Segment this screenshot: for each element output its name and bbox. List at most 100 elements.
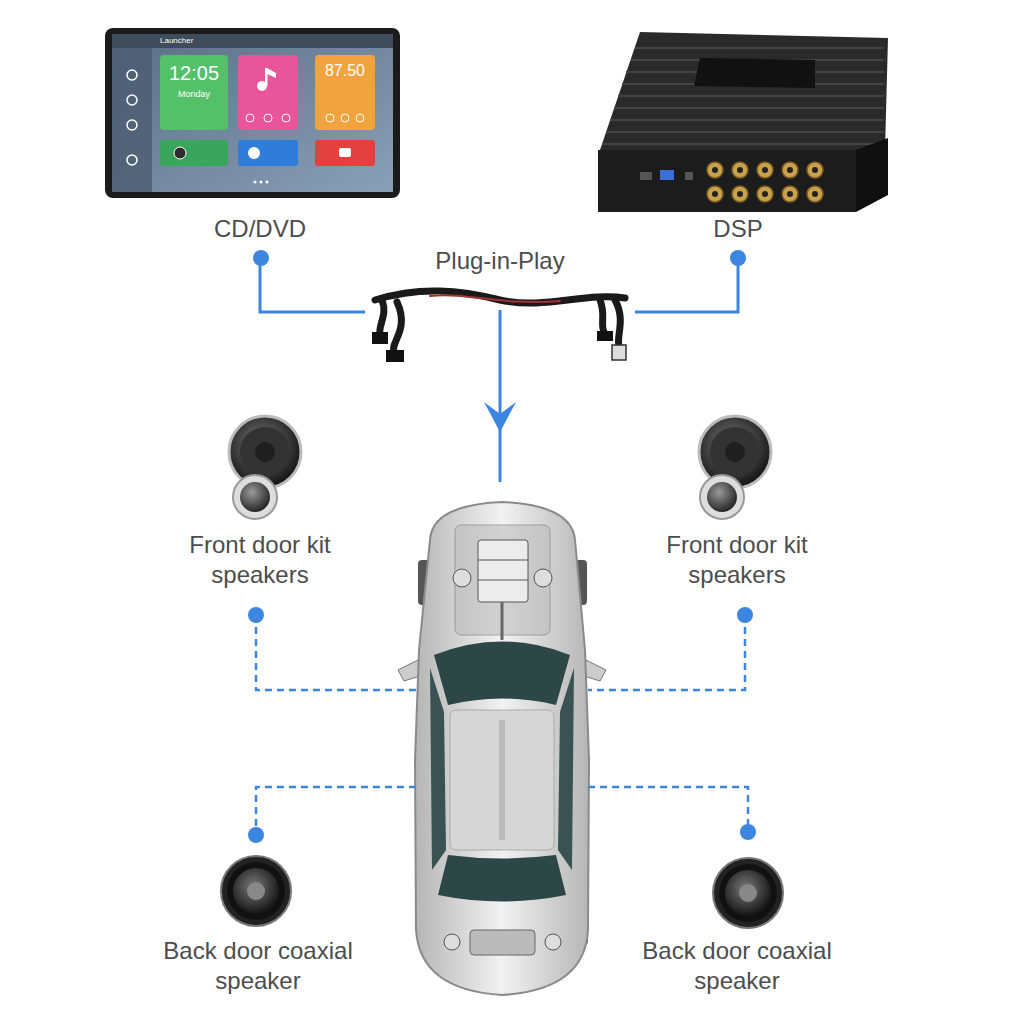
dsp-amplifier [737,167,743,173]
leader-lines [588,615,745,690]
front-right-speakers [700,475,744,519]
dsp-amplifier [600,32,888,150]
wire-harness [430,295,560,302]
head-unit-screen [254,181,257,184]
car-illustration [453,569,471,587]
head-unit-screen [238,55,298,130]
wire-harness [386,350,404,362]
speaker-label-node: Front door kit speakers [155,530,365,594]
dsp-amplifier [762,167,768,173]
car-illustration [398,502,606,995]
head-unit-screen [160,55,228,130]
wire-harness [612,345,626,360]
car-illustration [558,668,574,870]
head-unit-screen [267,68,276,78]
head-unit-screen [248,147,260,159]
head-unit-screen [160,140,228,166]
car-illustration [438,855,566,902]
back-left-speaker [247,882,265,900]
screen-text: 87.50 [325,62,365,80]
back-right-speaker [725,870,771,916]
dsp-amplifier [787,167,793,173]
car-illustration [478,540,528,602]
front-left-speakers [233,475,277,519]
back-right-speaker [719,864,777,922]
car-illustration [444,934,460,950]
connection-dot [737,607,753,623]
car-illustration [415,502,589,995]
dsp-amplifier [598,32,888,212]
front-right-speakers [707,482,737,512]
head-unit-screen [112,34,393,48]
dsp-amplifier [618,95,884,97]
car-illustration [584,660,606,681]
head-unit-screen [174,147,186,159]
back-left-speaker [221,856,291,926]
dsp-amplifier [707,162,823,202]
head-unit-screen [127,70,137,80]
connection-dot [248,607,264,623]
head-unit-screen [105,28,400,198]
front-left-speakers [255,442,275,462]
front-right-speakers [710,427,760,477]
back-left-speaker [227,862,285,920]
wire-harness [375,291,625,303]
car-illustration [430,668,446,870]
leader-lines [256,615,748,835]
head-unit-screen [341,114,349,122]
leader-lines [256,787,416,835]
leader-lines [588,787,748,832]
dsp-amplifier [812,191,818,197]
head-unit-screen [339,148,351,157]
car-illustration [545,934,561,950]
front-right-speakers [699,416,771,519]
head-unit-screen [356,114,364,122]
wire-harness [600,300,604,332]
flow-arrow [484,310,516,482]
cable-connector [260,258,365,312]
dsp-amplifier [660,170,674,180]
dsp-amplifier [598,150,856,212]
dsp-amplifier [606,131,884,133]
front-left-speakers [240,427,290,477]
node-label: Plug-in-Play [365,246,635,276]
head-unit-screen [105,28,400,198]
dsp-amplifier [685,172,693,180]
dsp-amplifier [787,191,793,197]
flow-arrow [484,402,516,432]
wire-harness [615,300,620,346]
car-illustration [470,930,535,955]
head-unit-screen [127,120,137,130]
dsp-amplifier [807,186,823,202]
connection-dot [740,824,756,840]
front-right-speakers [725,442,745,462]
car-illustration [478,580,528,581]
node-label: CD/DVD [100,214,420,244]
component-node: DSP [578,20,898,258]
dsp-amplifier [732,162,748,178]
screen-text: 12:05 [169,62,219,84]
wire-harness [597,331,613,341]
component-node: CD/DVD [100,20,420,258]
back-right-speaker [713,858,783,928]
car-illustration [499,720,505,840]
dsp-amplifier [807,162,823,178]
back-right-speaker [713,858,783,928]
head-unit-screen [326,114,334,122]
connection-dot [248,827,264,843]
front-left-speakers [229,416,301,519]
speaker-label-node: Back door coaxial speaker [133,936,383,1000]
dsp-amplifier [610,119,884,121]
back-left-speaker [233,868,279,914]
dsp-amplifier [856,138,888,212]
dsp-amplifier [737,191,743,197]
dsp-amplifier [812,167,818,173]
dsp-amplifier [757,186,773,202]
head-unit-screen [238,140,298,166]
car-illustration [501,602,504,640]
back-left-speaker [221,856,291,926]
dsp-amplifier [712,191,718,197]
dsp-amplifier [732,186,748,202]
